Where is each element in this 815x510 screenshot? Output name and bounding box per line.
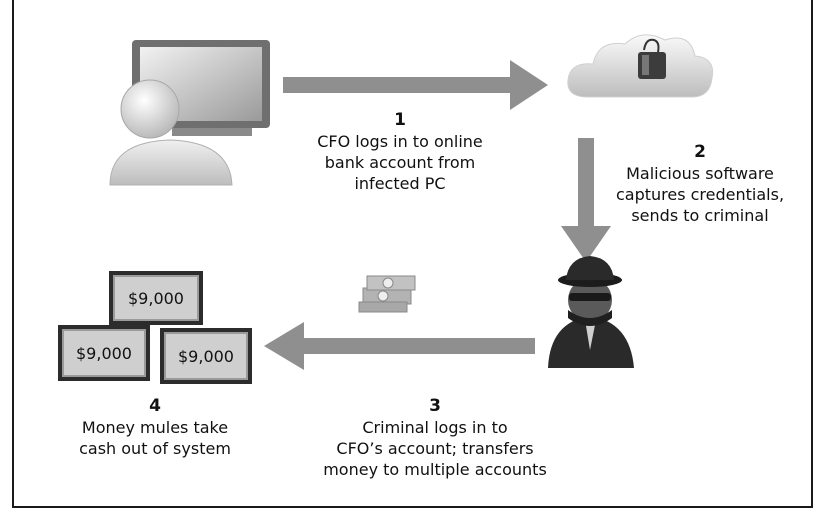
arrow-left (264, 322, 535, 370)
arrow-right (283, 60, 548, 110)
step-text: Money mules take cash out of system (79, 418, 231, 458)
step-text: Criminal logs in to CFO’s account; trans… (323, 418, 547, 479)
cash-bundle-icon (358, 275, 416, 313)
money-note-right: $9,000 (160, 328, 252, 384)
step-text: CFO logs in to online bank account from … (317, 132, 483, 193)
step-4-caption: 4 Money mules take cash out of system (50, 396, 260, 459)
money-label: $9,000 (128, 288, 184, 308)
step-number: 2 (694, 142, 706, 162)
step-number: 1 (394, 110, 406, 130)
step-number: 3 (429, 396, 441, 416)
computer-user-icon (109, 40, 270, 186)
criminal-icon (548, 256, 634, 368)
money-label: $9,000 (76, 343, 132, 363)
money-note-left: $9,000 (58, 325, 150, 381)
step-text: Malicious software captures credentials,… (615, 164, 785, 225)
malware-cloud-icon (567, 34, 714, 98)
step-1-caption: 1 CFO logs in to online bank account fro… (285, 110, 515, 194)
step-2-caption: 2 Malicious software captures credential… (600, 142, 800, 226)
money-label: $9,000 (178, 346, 234, 366)
money-note-top: $9,000 (109, 271, 203, 325)
step-3-caption: 3 Criminal logs in to CFO’s account; tra… (305, 396, 565, 480)
step-number: 4 (149, 396, 161, 416)
arrow-down (561, 138, 611, 262)
